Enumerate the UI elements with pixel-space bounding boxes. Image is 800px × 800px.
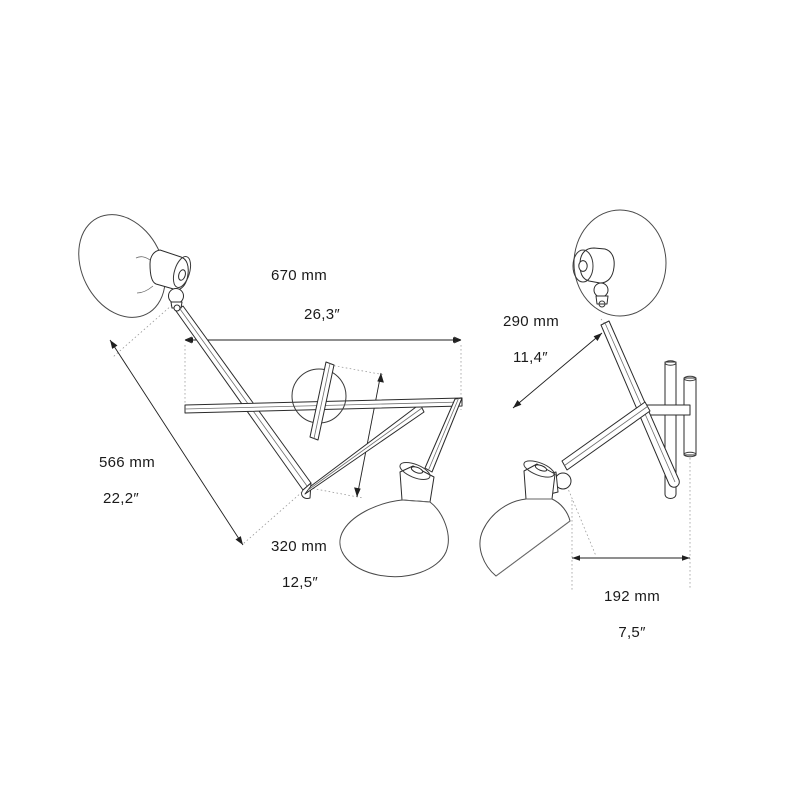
lower-lamp-head	[339, 462, 449, 578]
upper-lamp-head	[78, 214, 192, 318]
label-26-3-inch: 26,3″	[304, 306, 340, 323]
dimension-670mm	[184, 336, 462, 344]
label-22-2-inch: 22,2″	[103, 490, 139, 507]
front-view: 670 mm 26,3″ 566 mm 22,2″ 320 mm 12,5″	[78, 214, 462, 591]
label-566mm: 566 mm	[99, 454, 155, 471]
central-pivot	[291, 362, 347, 440]
label-290mm: 290 mm	[503, 313, 559, 330]
label-192mm: 192 mm	[604, 588, 660, 605]
label-11-4-inch: 11,4″	[513, 349, 548, 366]
side-lower-lamp-head	[479, 460, 571, 577]
side-upper-lamp-head	[572, 209, 667, 317]
dimension-320mm	[354, 372, 384, 498]
label-320mm: 320 mm	[271, 538, 327, 555]
label-7-5-inch: 7,5″	[618, 624, 646, 641]
side-view-arms	[562, 321, 679, 487]
label-670mm: 670 mm	[271, 267, 327, 284]
front-view-extension-lines	[112, 304, 462, 545]
side-view: 290 mm 11,4″ 192 mm 7,5″	[479, 209, 697, 641]
label-12-5-inch: 12,5″	[282, 574, 318, 591]
dimension-290mm	[512, 332, 603, 409]
dimension-566mm	[109, 339, 244, 546]
dimension-192mm	[572, 555, 690, 561]
